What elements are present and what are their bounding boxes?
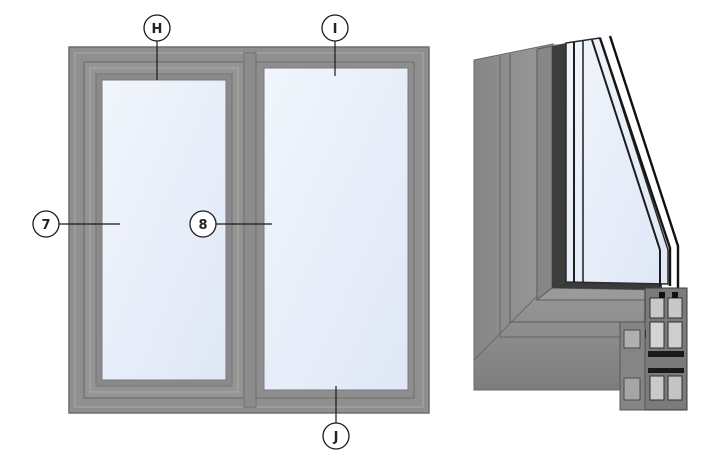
callout-7-label: 7: [41, 218, 50, 233]
sash-vertical: [536, 45, 553, 302]
corner-section-view: [473, 35, 688, 411]
callout-j-circle: [322, 422, 350, 450]
frame-bottom-slot: [623, 329, 641, 349]
frame-bottom-slot-2: [623, 377, 641, 401]
right-fixed-pane: [255, 61, 415, 399]
callout-j-label: J: [333, 430, 339, 445]
thermal-break-section: [640, 287, 688, 411]
mullion: [243, 52, 257, 408]
sash-horizontal: [535, 287, 663, 301]
glass-pane-inner-slant: [608, 35, 680, 288]
callout-8-circle: [189, 210, 217, 238]
right-glass-pane: [263, 67, 409, 391]
callout-h-circle: [143, 14, 171, 42]
glass-pane-outer-slant: [598, 37, 672, 286]
callout-h-label: H: [152, 22, 163, 37]
window-front-elevation: [68, 46, 430, 414]
glass-pane-mid-slant: [591, 39, 661, 286]
rebate-line-1: [499, 56, 652, 338]
callout-8-label: 8: [198, 218, 207, 233]
callout-i-circle: [321, 14, 349, 42]
gasket-vertical: [552, 43, 566, 288]
callouts: H I 7 8 J: [32, 14, 350, 450]
rebate-line-2: [509, 54, 658, 323]
callout-i-label: I: [333, 22, 338, 37]
left-sash: [83, 61, 245, 399]
callout-7-circle: [32, 210, 60, 238]
glass-unit: [565, 37, 669, 285]
